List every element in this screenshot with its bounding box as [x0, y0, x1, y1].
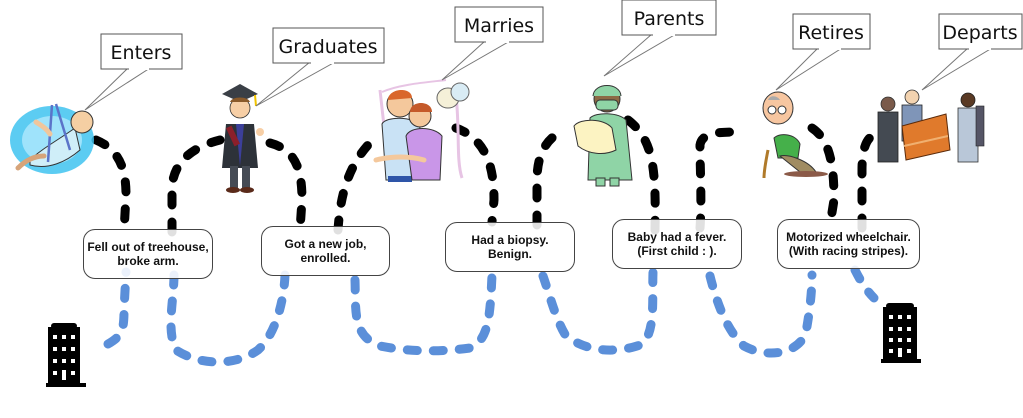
- old-man-with-cane-icon: [762, 91, 828, 179]
- callout-enters: Enters: [84, 33, 183, 111]
- callout-graduates: Graduates: [255, 27, 385, 107]
- event-line-1: Fell out of treehouse,: [87, 240, 209, 254]
- event-box: Motorized wheelchair.(With racing stripe…: [777, 219, 920, 269]
- callout-marries: Marries: [441, 6, 544, 81]
- stage-label: Parents: [634, 8, 705, 30]
- stage-label: Marries: [464, 15, 534, 37]
- event-line-1: Baby had a fever.: [627, 230, 727, 244]
- event-box: Got a new job,enrolled.: [261, 226, 390, 276]
- nurse-with-baby-icon: [573, 85, 633, 187]
- pallbearers-with-casket-icon: [877, 89, 985, 163]
- event-line-2: (With racing stripes).: [788, 244, 909, 258]
- baby-in-sling-icon: [10, 103, 94, 174]
- event-line-1: Had a biopsy.: [471, 233, 549, 247]
- callout-parents: Parents: [603, 0, 717, 77]
- stage-label: Graduates: [279, 36, 378, 58]
- event-line-2: broke arm.: [117, 254, 179, 268]
- event-line-2: enrolled.: [300, 251, 351, 265]
- hospital-building-icon: [46, 323, 86, 387]
- stage-label: Departs: [942, 22, 1017, 44]
- event-box: Had a biopsy.Benign.: [445, 222, 575, 272]
- graduate-icon: [222, 84, 264, 193]
- event-line-1: Got a new job,: [284, 237, 367, 251]
- upper-life-path: [91, 115, 877, 237]
- callout-retires: Retires: [775, 13, 871, 91]
- stage-label: Retires: [798, 22, 864, 44]
- event-line-1: Motorized wheelchair.: [786, 230, 911, 244]
- lower-life-path: [103, 265, 879, 367]
- callout-departs: Departs: [921, 13, 1023, 91]
- hospital-building-icon: [881, 303, 921, 363]
- event-box: Baby had a fever.(First child : ).: [612, 219, 742, 269]
- event-box: Fell out of treehouse,broke arm.: [83, 229, 213, 279]
- wedding-couple-icon: [373, 79, 470, 182]
- event-line-2: (First child : ).: [637, 244, 717, 258]
- stage-label: Enters: [111, 42, 172, 64]
- event-line-2: Benign.: [487, 247, 532, 261]
